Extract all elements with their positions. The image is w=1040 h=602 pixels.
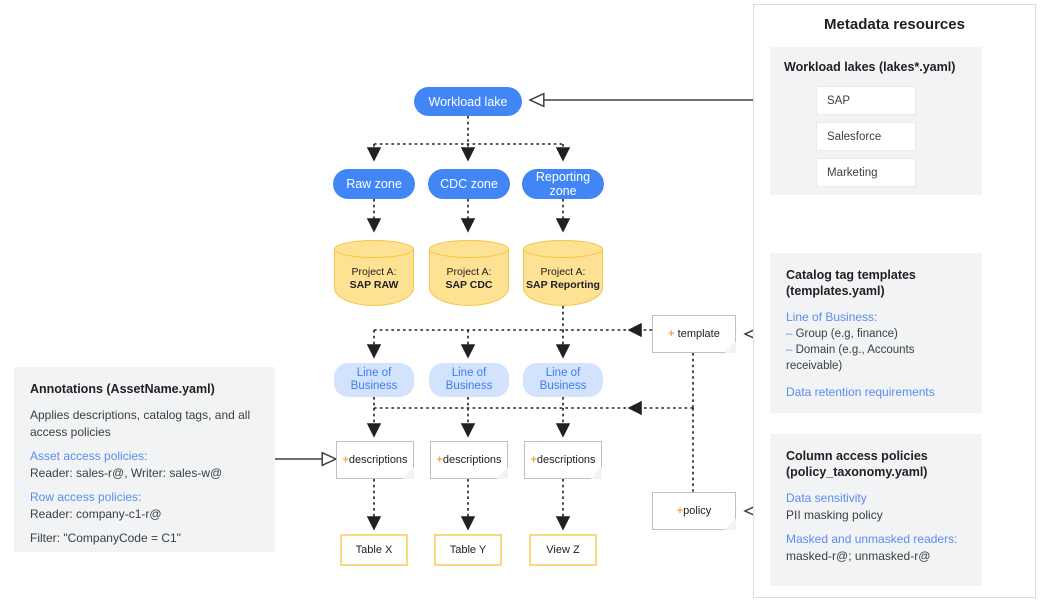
policies-heading-line1: Column access policies — [786, 449, 928, 463]
catalog-tag-templates-panel: Catalog tag templates (templates.yaml) L… — [770, 253, 982, 413]
folded-corner-icon — [724, 341, 736, 353]
annotations-panel: Annotations (AssetName.yaml) Applies des… — [14, 367, 275, 552]
lake-item-salesforce[interactable]: Salesforce — [816, 122, 916, 151]
templates-bullet-1: – Group (e.g, finance) — [786, 326, 966, 342]
node-descriptions-3-label: descriptions — [536, 454, 596, 466]
data-sensitivity-heading: Data sensitivity — [786, 491, 867, 505]
metadata-resources-title: Metadata resources — [824, 16, 965, 33]
node-lob-1[interactable]: Line of Business — [334, 363, 414, 397]
node-project-sap-cdc[interactable]: Project A: SAP CDC — [429, 240, 509, 306]
node-policy-label: policy — [683, 505, 712, 517]
filter-value: Filter: "CompanyCode = C1" — [30, 531, 181, 545]
asset-access-heading: Asset access policies: — [30, 449, 148, 463]
plus-sign: + — [530, 454, 537, 466]
node-lob-3-label: Line of Business — [539, 367, 587, 392]
node-workload-lake-label: Workload lake — [428, 94, 508, 109]
node-table-y-label: Table Y — [449, 544, 487, 556]
node-table-y[interactable]: Table Y — [434, 534, 502, 566]
node-lob-3[interactable]: Line of Business — [523, 363, 603, 397]
annotations-description: Applies descriptions, catalog tags, and … — [30, 408, 251, 439]
project-line1: Project A: — [351, 266, 397, 278]
cylinder-top — [523, 240, 603, 258]
lake-item-sap-label: SAP — [827, 94, 851, 107]
templates-bullet-2: – Domain (e.g., Accounts receivable) — [786, 342, 966, 374]
node-workload-lake[interactable]: Workload lake — [414, 87, 522, 116]
node-reporting-zone-label: Reporting zone — [535, 170, 591, 198]
folded-corner-icon — [590, 467, 602, 479]
cylinder-top — [334, 240, 414, 258]
asset-access-value: Reader: sales-r@, Writer: sales-w@ — [30, 466, 223, 480]
node-view-z-label: View Z — [546, 544, 580, 556]
node-table-x[interactable]: Table X — [340, 534, 408, 566]
cylinder-body — [523, 249, 603, 306]
folded-corner-icon — [496, 467, 508, 479]
templates-heading-line1: Catalog tag templates — [786, 268, 916, 282]
row-access-heading: Row access policies: — [30, 490, 142, 504]
node-cdc-zone[interactable]: CDC zone — [428, 169, 510, 199]
data-retention-requirements: Data retention requirements — [786, 385, 935, 399]
folded-corner-icon — [724, 518, 736, 530]
row-access-value: Reader: company-c1-r@ — [30, 507, 162, 521]
bullet-dash-icon: – — [786, 344, 793, 356]
masked-readers-heading: Masked and unmasked readers: — [786, 532, 958, 546]
project-line1: Project A: — [446, 266, 492, 278]
project-line2: SAP CDC — [445, 279, 493, 291]
node-project-sap-raw-label: Project A: SAP RAW — [334, 260, 414, 298]
policies-heading-line2: (policy_taxonomy.yaml) — [786, 465, 928, 479]
lake-item-salesforce-label: Salesforce — [827, 130, 882, 143]
cylinder-body — [429, 249, 509, 306]
line-of-business-heading: Line of Business: — [786, 310, 878, 324]
masked-readers-value: masked-r@; unmasked-r@ — [786, 549, 931, 563]
folded-corner-icon — [402, 467, 414, 479]
templates-bullet-2-label: Domain (e.g., Accounts receivable) — [786, 344, 915, 372]
lake-item-marketing-label: Marketing — [827, 166, 878, 179]
project-line1: Project A: — [540, 266, 586, 278]
cylinder-top — [429, 240, 509, 258]
node-project-sap-reporting[interactable]: Project A: SAP Reporting — [523, 240, 603, 306]
node-cdc-zone-label: CDC zone — [440, 177, 498, 191]
node-table-x-label: Table X — [355, 544, 393, 556]
node-lob-2-label: Line of Business — [445, 367, 493, 392]
project-line2: SAP RAW — [349, 279, 399, 291]
plus-sign: + — [342, 454, 349, 466]
node-project-sap-reporting-label: Project A: SAP Reporting — [523, 260, 603, 298]
node-raw-zone[interactable]: Raw zone — [333, 169, 415, 199]
data-sensitivity-value: PII masking policy — [786, 508, 883, 522]
templates-heading-line2: (templates.yaml) — [786, 284, 885, 298]
plus-sign: + — [668, 328, 675, 340]
lake-item-marketing[interactable]: Marketing — [816, 158, 916, 187]
column-access-policies-panel: Column access policies (policy_taxonomy.… — [770, 434, 982, 586]
node-descriptions-1[interactable]: +descriptions — [336, 441, 414, 479]
bullet-dash-icon: – — [786, 328, 793, 340]
node-project-sap-raw[interactable]: Project A: SAP RAW — [334, 240, 414, 306]
node-lob-2[interactable]: Line of Business — [429, 363, 509, 397]
node-view-z[interactable]: View Z — [529, 534, 597, 566]
node-reporting-zone[interactable]: Reporting zone — [522, 169, 604, 199]
node-lob-1-label: Line of Business — [350, 367, 398, 392]
node-descriptions-1-label: descriptions — [348, 454, 408, 466]
node-template[interactable]: + template — [652, 315, 736, 353]
cylinder-body — [334, 249, 414, 306]
project-line2: SAP Reporting — [526, 279, 600, 291]
node-raw-zone-label: Raw zone — [346, 177, 402, 191]
annotations-title: Annotations (AssetName.yaml) — [30, 382, 215, 396]
node-project-sap-cdc-label: Project A: SAP CDC — [429, 260, 509, 298]
workload-lakes-heading: Workload lakes (lakes*.yaml) — [784, 60, 956, 74]
node-descriptions-2[interactable]: +descriptions — [430, 441, 508, 479]
node-descriptions-2-label: descriptions — [442, 454, 502, 466]
node-descriptions-3[interactable]: +descriptions — [524, 441, 602, 479]
templates-bullet-1-label: Group (e.g, finance) — [795, 328, 898, 340]
plus-sign: + — [676, 505, 684, 517]
lake-item-sap[interactable]: SAP — [816, 86, 916, 115]
node-policy[interactable]: +policy — [652, 492, 736, 530]
plus-sign: + — [436, 454, 443, 466]
node-template-label: template — [677, 328, 720, 340]
